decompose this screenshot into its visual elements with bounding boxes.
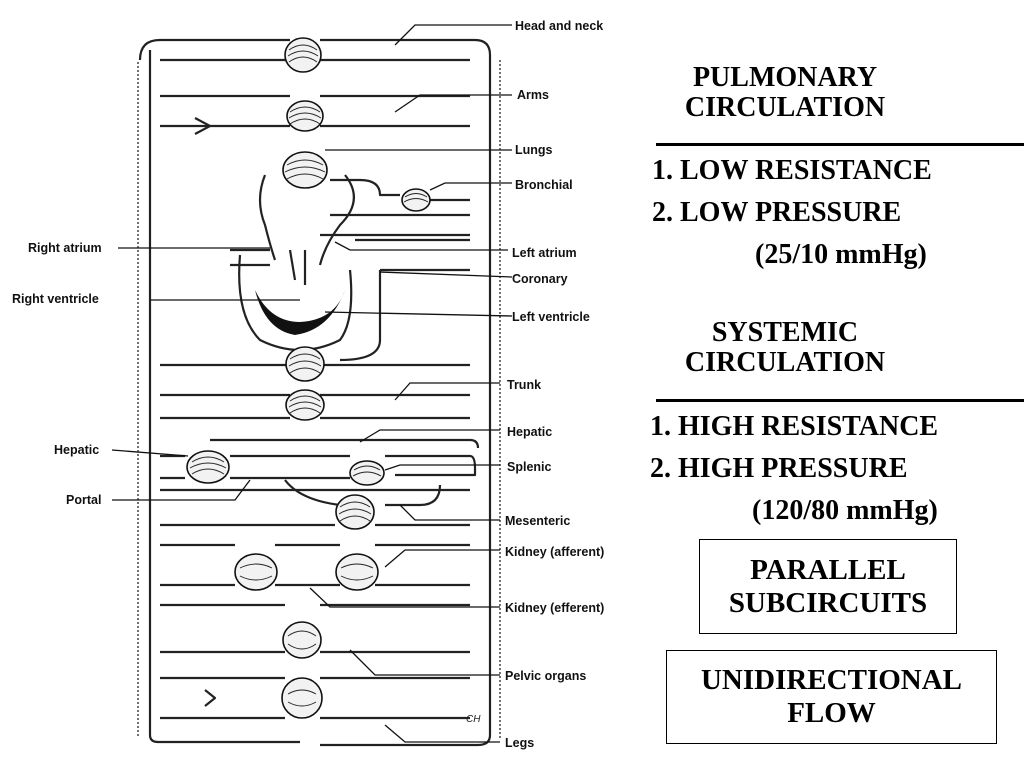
pulmonary-divider	[656, 143, 1024, 146]
parallel-line1: PARALLEL	[750, 553, 906, 586]
vessel-network	[137, 38, 501, 747]
bed-head-neck	[284, 37, 322, 73]
label-kidney-afferent: Kidney (afferent)	[505, 545, 604, 559]
bed-lungs	[282, 151, 328, 189]
label-portal: Portal	[66, 493, 101, 507]
bed-trunk	[285, 389, 325, 421]
circulation-diagram: Head and neck Arms Lungs Bronchial Right…	[12, 19, 604, 750]
systemic-heading: SYSTEMIC CIRCULATION	[660, 318, 910, 378]
bed-hepatic	[186, 450, 230, 484]
label-bronchial: Bronchial	[515, 178, 573, 192]
pulmonary-heading-line1: PULMONARY	[692, 62, 878, 93]
label-trunk: Trunk	[507, 378, 541, 392]
bed-legs	[281, 677, 323, 719]
label-right-atrium: Right atrium	[28, 241, 102, 255]
unidirectional-flow-box: UNIDIRECTIONAL FLOW	[666, 650, 997, 744]
label-hepatic-left: Hepatic	[54, 443, 99, 457]
label-hepatic-right: Hepatic	[507, 425, 552, 439]
systemic-pressure: (120/80 mmHg)	[752, 495, 938, 526]
bed-kidney-afferent	[234, 553, 278, 591]
bed-kidney-efferent	[335, 553, 379, 591]
unidirectional-line2: FLOW	[787, 697, 876, 729]
bed-arms	[286, 100, 324, 132]
pulmonary-heading-line2: CIRCULATION	[684, 92, 886, 123]
label-left-ventricle: Left ventricle	[512, 310, 590, 324]
pulmonary-item-1: 1. LOW RESISTANCE	[652, 155, 932, 186]
systemic-item-2: 2. HIGH PRESSURE	[650, 453, 908, 484]
systemic-heading-line1: SYSTEMIC	[711, 317, 859, 348]
bed-mesenteric	[335, 494, 375, 530]
label-lungs: Lungs	[515, 143, 553, 157]
parallel-line2: SUBCIRCUITS	[728, 586, 928, 619]
label-mesenteric: Mesenteric	[505, 514, 570, 528]
label-arms: Arms	[517, 88, 549, 102]
bed-pelvic	[282, 621, 322, 659]
systemic-heading-line2: CIRCULATION	[684, 347, 886, 378]
pulmonary-pressure: (25/10 mmHg)	[755, 239, 927, 270]
label-head-neck: Head and neck	[515, 19, 603, 33]
unidirectional-line1: UNIDIRECTIONAL	[700, 664, 963, 696]
label-splenic: Splenic	[507, 460, 552, 474]
bed-splenic	[349, 460, 385, 486]
leader-lines	[111, 24, 513, 743]
label-right-ventricle: Right ventricle	[12, 292, 99, 306]
label-left-atrium: Left atrium	[512, 246, 577, 260]
label-coronary: Coronary	[512, 272, 568, 286]
diagram-labels: Head and neck Arms Lungs Bronchial Right…	[12, 19, 604, 750]
systemic-divider	[656, 399, 1024, 402]
capillary-beds	[186, 37, 431, 719]
pulmonary-heading: PULMONARY CIRCULATION	[660, 63, 910, 123]
systemic-item-1: 1. HIGH RESISTANCE	[650, 411, 939, 442]
pulmonary-item-2: 2. LOW PRESSURE	[652, 197, 902, 228]
bed-coronary	[285, 346, 325, 382]
label-legs: Legs	[505, 736, 534, 750]
parallel-subcircuits-box: PARALLEL SUBCIRCUITS	[699, 539, 957, 634]
artist-signature: CH	[466, 714, 481, 725]
label-kidney-efferent: Kidney (efferent)	[505, 601, 604, 615]
bed-bronchial	[401, 188, 431, 212]
label-pelvic-organs: Pelvic organs	[505, 669, 586, 683]
